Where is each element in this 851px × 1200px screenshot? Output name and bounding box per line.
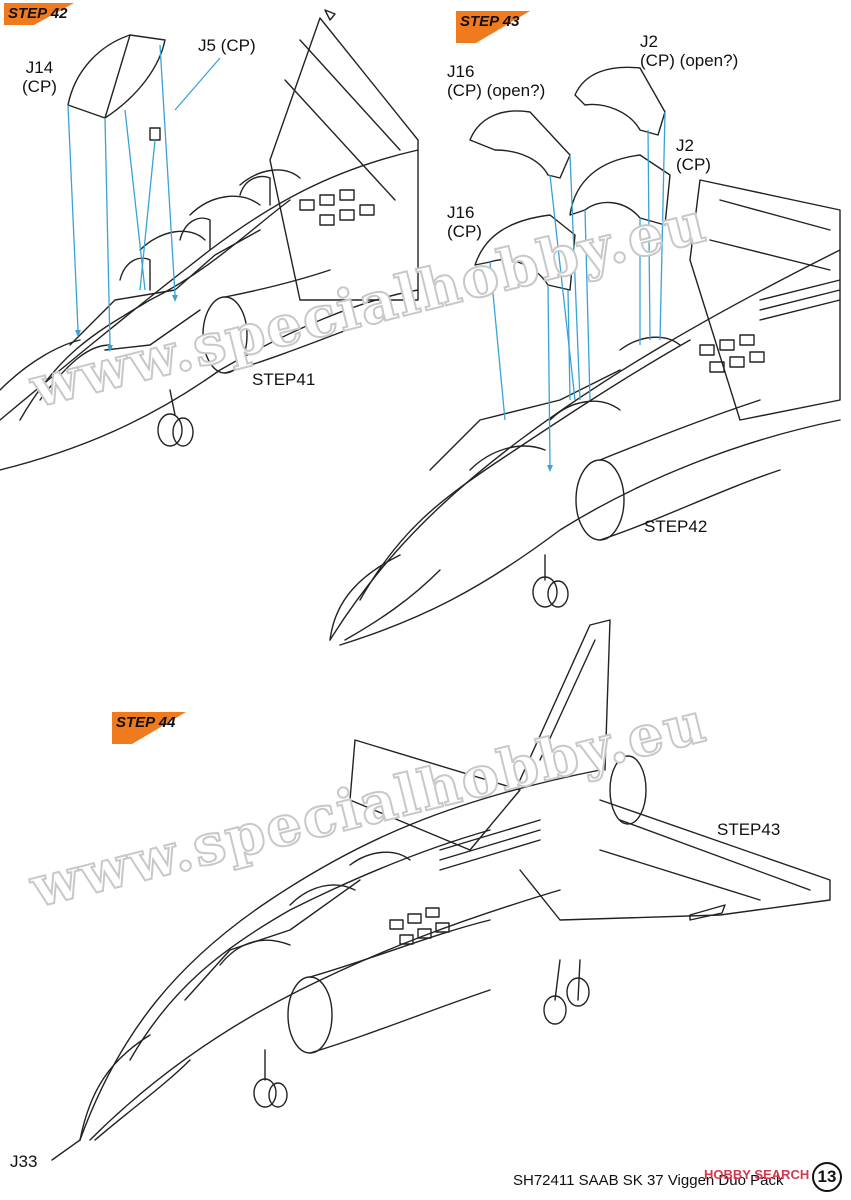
page-number: 13 — [812, 1162, 842, 1192]
label-j14-part: J14 — [25, 58, 54, 77]
label-j2: J2 (CP) — [676, 136, 711, 174]
label-j16-open: J16 (CP) (open?) — [447, 62, 545, 100]
assembly-leader-lines — [67, 44, 666, 466]
label-step42-ref: STEP42 — [644, 517, 708, 536]
step-44-label: STEP 44 — [116, 714, 176, 731]
step-42-tag: STEP 42 — [4, 3, 74, 25]
label-j2-open-part: J2 — [640, 32, 658, 51]
hobby-search-logo: HOBBY SEARCH — [704, 1167, 810, 1182]
label-j16: J16 (CP) — [447, 203, 482, 241]
label-j2-part: J2 — [676, 136, 694, 155]
step-43-label: STEP 43 — [460, 13, 520, 30]
step42-aircraft-drawing — [0, 9, 419, 471]
label-j14: J14 (CP) — [22, 58, 57, 96]
step44-aircraft-drawing — [51, 619, 831, 1161]
step-flag-icon — [456, 11, 530, 43]
step-flag-icon — [112, 712, 186, 744]
label-j14-note: (CP) — [22, 77, 57, 96]
footer-title: SH72411 SAAB SK 37 Viggen Duo Pack — [513, 1172, 784, 1189]
label-j33: J33 — [10, 1152, 38, 1171]
label-j16-open-part: J16 — [447, 62, 475, 81]
label-j16-note: (CP) — [447, 222, 482, 241]
label-j2-open: J2 (CP) (open?) — [640, 32, 738, 70]
label-step41-ref: STEP41 — [252, 370, 316, 389]
step43-aircraft-drawing — [329, 66, 841, 646]
label-j5: J5 (CP) — [198, 36, 256, 55]
label-j16-open-note: (CP) (open?) — [447, 81, 546, 100]
step-44-tag: STEP 44 — [112, 712, 186, 744]
label-j16-part: J16 — [447, 203, 475, 222]
step-42-label: STEP 42 — [8, 5, 68, 22]
label-j2-note: (CP) — [676, 155, 711, 174]
label-step43-ref: STEP43 — [717, 820, 781, 839]
step-flag-icon — [4, 3, 74, 25]
leader-arrowheads — [75, 295, 553, 472]
step-43-tag: STEP 43 — [456, 11, 530, 43]
label-j2-open-note: (CP) (open?) — [640, 51, 739, 70]
